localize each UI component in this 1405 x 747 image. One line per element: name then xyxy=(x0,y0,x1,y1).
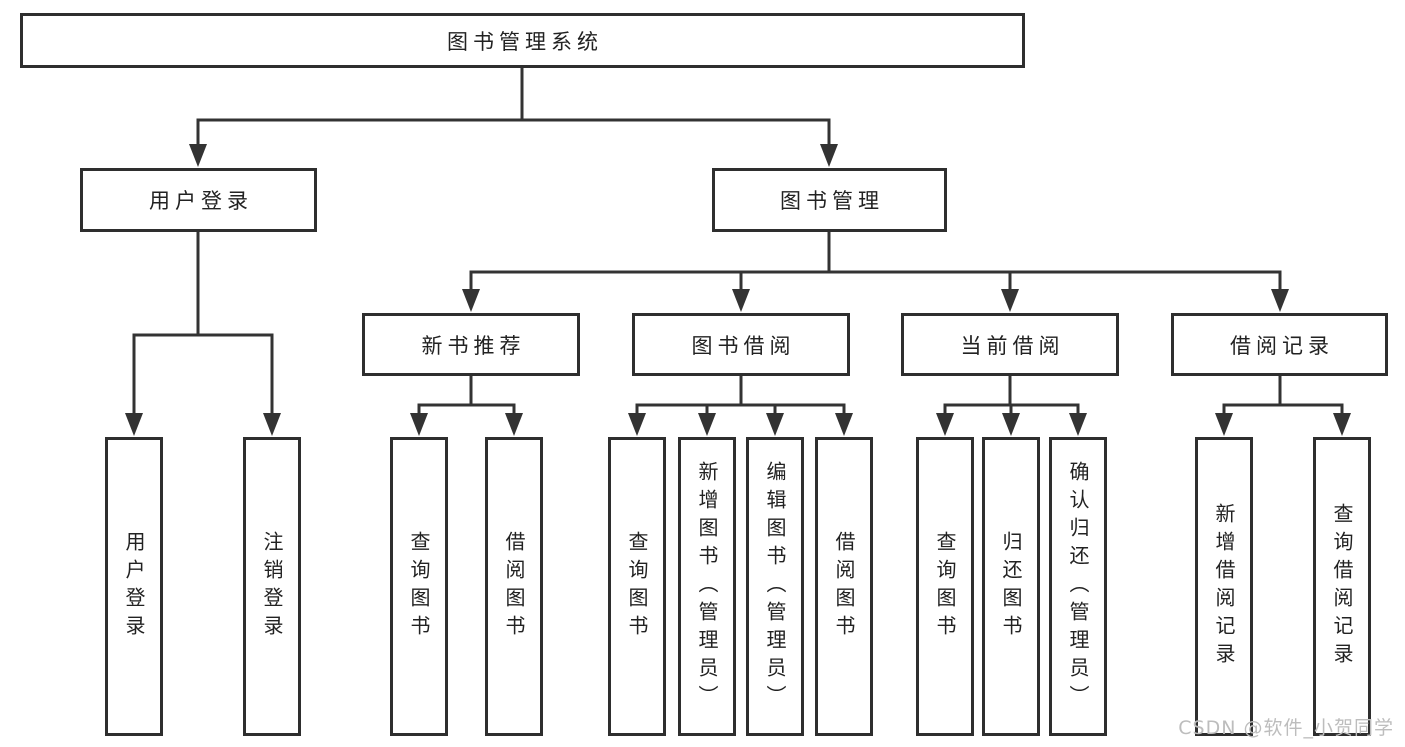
leaf-user-login-label: 用户登录 xyxy=(122,530,146,643)
leaf-logout: 注销登录 xyxy=(243,437,301,736)
leaf-records-query-record-label: 查询借阅记录 xyxy=(1330,502,1354,671)
leaf-logout-label: 注销登录 xyxy=(260,530,284,643)
node-borrow-records-label: 借阅记录 xyxy=(1230,333,1334,358)
leaf-borrow-add-books-admin: 新增图书（管理员） xyxy=(678,437,736,736)
node-book-management: 图书管理 xyxy=(712,168,947,232)
leaf-user-login: 用户登录 xyxy=(105,437,163,736)
leaf-borrow-borrow-books: 借阅图书 xyxy=(815,437,873,736)
leaf-current-return-books: 归还图书 xyxy=(982,437,1040,736)
node-user-login: 用户登录 xyxy=(80,168,317,232)
arrowheads xyxy=(125,144,1351,436)
node-root: 图书管理系统 xyxy=(20,13,1025,68)
node-book-management-label: 图书管理 xyxy=(780,189,884,213)
leaf-records-add-record-label: 新增借阅记录 xyxy=(1212,502,1236,671)
leaf-borrow-borrow-books-label: 借阅图书 xyxy=(832,530,856,643)
node-user-login-label: 用户登录 xyxy=(149,189,253,213)
node-current-borrow-label: 当前借阅 xyxy=(960,333,1065,358)
leaf-newbook-borrow-books: 借阅图书 xyxy=(485,437,543,736)
leaf-newbook-borrow-books-label: 借阅图书 xyxy=(502,530,526,643)
node-new-book-recommend-label: 新书推荐 xyxy=(421,333,526,358)
leaf-current-confirm-return-admin: 确认归还（管理员） xyxy=(1049,437,1107,736)
watermark: CSDN @软件_小贺同学 xyxy=(1178,717,1394,739)
node-book-borrow-label: 图书借阅 xyxy=(691,333,796,358)
node-new-book-recommend: 新书推荐 xyxy=(362,313,580,376)
node-borrow-records: 借阅记录 xyxy=(1171,313,1388,376)
leaf-records-add-record: 新增借阅记录 xyxy=(1195,437,1253,736)
leaf-current-confirm-return-admin-label: 确认归还（管理员） xyxy=(1066,460,1090,713)
leaf-current-query-books: 查询图书 xyxy=(916,437,974,736)
leaf-borrow-edit-books-admin: 编辑图书（管理员） xyxy=(746,437,804,736)
node-current-borrow: 当前借阅 xyxy=(901,313,1119,376)
leaf-current-query-books-label: 查询图书 xyxy=(933,530,957,643)
leaf-records-query-record: 查询借阅记录 xyxy=(1313,437,1371,736)
node-root-label: 图书管理系统 xyxy=(447,29,603,54)
leaf-newbook-query-books-label: 查询图书 xyxy=(407,530,431,643)
leaf-current-return-books-label: 归还图书 xyxy=(999,530,1023,643)
leaf-borrow-query-books: 查询图书 xyxy=(608,437,666,736)
leaf-borrow-query-books-label: 查询图书 xyxy=(625,530,649,643)
leaf-borrow-add-books-admin-label: 新增图书（管理员） xyxy=(695,460,719,713)
node-book-borrow: 图书借阅 xyxy=(632,313,850,376)
leaf-borrow-edit-books-admin-label: 编辑图书（管理员） xyxy=(763,460,787,713)
leaf-newbook-query-books: 查询图书 xyxy=(390,437,448,736)
